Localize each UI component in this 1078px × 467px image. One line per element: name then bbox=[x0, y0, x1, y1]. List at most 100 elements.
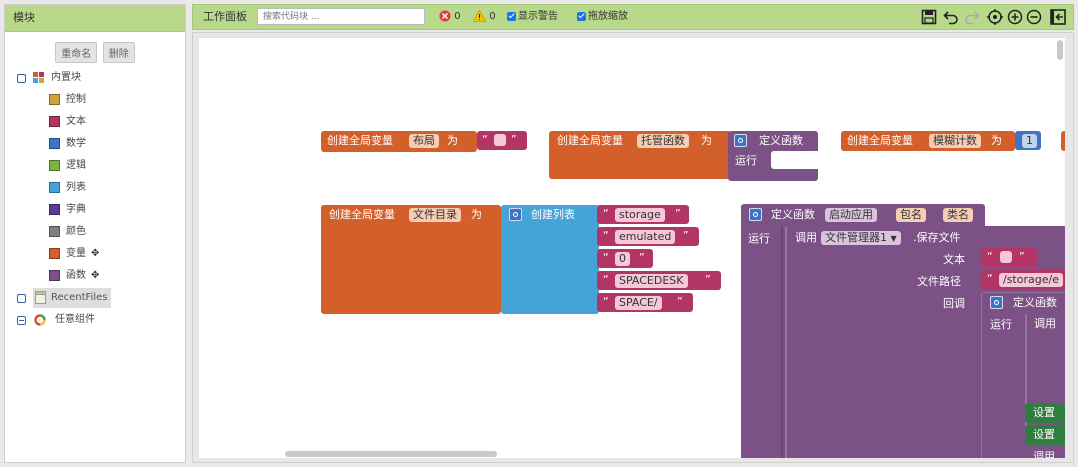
gear-icon: ✥ bbox=[91, 270, 100, 281]
global-variable-block-fuzzy-count[interactable]: 创建全局变量 模糊计数 为 bbox=[841, 131, 1015, 151]
quote-open: “ bbox=[482, 133, 488, 146]
gear-icon[interactable] bbox=[990, 296, 1003, 309]
list-item-string-block[interactable]: “ storage ” bbox=[597, 205, 689, 224]
collapse-toggle-icon[interactable] bbox=[17, 294, 26, 303]
expand-toggle-icon[interactable] bbox=[17, 316, 26, 325]
run-label: 运行 bbox=[735, 154, 757, 167]
empty-string-block[interactable]: “ ” bbox=[477, 131, 527, 150]
global-variable-block-offscreen[interactable] bbox=[1061, 131, 1065, 151]
global-variable-block-layout[interactable]: 创建全局变量 布局 为 bbox=[321, 131, 477, 152]
gear-icon[interactable] bbox=[509, 208, 522, 221]
define-fn-label: 定义函数 bbox=[771, 208, 815, 221]
zoom-in-icon[interactable] bbox=[1007, 9, 1023, 25]
error-indicator[interactable]: 0 bbox=[439, 5, 461, 29]
tree-item-label: 函数 bbox=[66, 270, 86, 281]
variable-name-field[interactable]: 文件目录 bbox=[409, 208, 461, 222]
tree-item-recentfiles[interactable]: RecentFiles bbox=[5, 287, 185, 309]
quote-close: ” bbox=[683, 229, 689, 242]
warning-indicator[interactable]: 0 bbox=[473, 5, 496, 29]
tree-item-control[interactable]: 控制 bbox=[5, 89, 185, 111]
string-field[interactable] bbox=[494, 134, 506, 146]
tree-item-logic[interactable]: 逻辑 bbox=[5, 155, 185, 177]
as-label: 为 bbox=[471, 208, 482, 221]
collapse-panel-icon[interactable] bbox=[1050, 9, 1066, 25]
colors-swatch-icon bbox=[49, 226, 60, 237]
tree-item-math[interactable]: 数学 bbox=[5, 133, 185, 155]
set-block[interactable]: 设置 bbox=[1025, 403, 1065, 423]
quote-open: “ bbox=[987, 250, 993, 263]
tree-item-text[interactable]: 文本 bbox=[5, 111, 185, 133]
component-dropdown[interactable]: 文件管理器1 ▼ bbox=[821, 231, 901, 245]
text-param-label: 文本 bbox=[943, 253, 965, 266]
global-variable-block-managed-fn[interactable]: 创建全局变量 托管函数 为 bbox=[549, 131, 731, 179]
drag-zoom-toggle[interactable]: 拖放缩放 bbox=[577, 5, 628, 29]
tree-item-builtin[interactable]: 内置块 bbox=[5, 67, 185, 89]
list-item-string-block[interactable]: “ emulated ” bbox=[597, 227, 699, 246]
string-field[interactable]: 0 bbox=[615, 252, 630, 266]
number-block[interactable]: 1 bbox=[1015, 131, 1041, 150]
rename-button[interactable]: 重命名 bbox=[55, 42, 98, 63]
define-fn-label: 定义函数 bbox=[1013, 296, 1057, 309]
list-item-string-block[interactable]: “ SPACE/ ” bbox=[597, 293, 693, 312]
builtin-blocks-icon bbox=[33, 72, 44, 83]
string-field[interactable]: storage bbox=[615, 208, 665, 222]
zoom-out-icon[interactable] bbox=[1026, 9, 1042, 25]
show-warnings-toggle[interactable]: 显示警告 bbox=[507, 5, 558, 29]
define-function-block[interactable]: 定义函数 运行 bbox=[728, 131, 818, 181]
redo-icon[interactable] bbox=[964, 9, 980, 25]
undo-icon[interactable] bbox=[943, 9, 959, 25]
tree-item-any-component[interactable]: 任意组件 bbox=[5, 309, 185, 331]
recenter-icon[interactable] bbox=[987, 9, 1003, 25]
search-blocks-input[interactable] bbox=[257, 8, 425, 25]
tree-item-dictionary[interactable]: 字典 bbox=[5, 199, 185, 221]
global-var-label: 创建全局变量 bbox=[557, 134, 623, 147]
list-item-string-block[interactable]: “ SPACEDESK ” bbox=[597, 271, 721, 290]
number-field[interactable]: 1 bbox=[1022, 134, 1037, 148]
tree-item-variables[interactable]: 变量 ✥ bbox=[5, 243, 185, 265]
tree-item-label: 内置块 bbox=[51, 72, 81, 83]
tree-item-procedures[interactable]: 函数 ✥ bbox=[5, 265, 185, 287]
checkbox-checked-icon[interactable] bbox=[577, 11, 586, 21]
define-fn-label: 定义函数 bbox=[759, 134, 803, 147]
variable-name-field[interactable]: 托管函数 bbox=[637, 134, 689, 148]
string-field[interactable]: /storage/e bbox=[999, 273, 1063, 287]
string-field[interactable]: SPACE/ bbox=[615, 296, 662, 310]
global-variable-block-file-dir[interactable]: 创建全局变量 文件目录 为 bbox=[321, 205, 501, 314]
collapse-toggle-icon[interactable] bbox=[17, 74, 26, 83]
vertical-scrollbar[interactable] bbox=[1057, 40, 1063, 60]
checkbox-checked-icon[interactable] bbox=[507, 11, 516, 21]
warning-icon bbox=[473, 10, 486, 22]
lists-swatch-icon bbox=[49, 182, 60, 193]
as-label: 为 bbox=[447, 134, 458, 147]
quote-open: “ bbox=[603, 229, 609, 242]
gear-icon[interactable] bbox=[749, 208, 762, 221]
create-list-block[interactable]: 创建列表 bbox=[501, 205, 599, 314]
control-swatch-icon bbox=[49, 94, 60, 105]
quote-close: ” bbox=[705, 273, 711, 286]
tree-item-label: 文本 bbox=[66, 116, 86, 127]
tree-item-colors[interactable]: 颜色 bbox=[5, 221, 185, 243]
tree-item-lists[interactable]: 列表 bbox=[5, 177, 185, 199]
param-field[interactable]: 包名 bbox=[896, 208, 926, 222]
procedure-name-field[interactable]: 启动应用 bbox=[825, 208, 877, 222]
string-field[interactable]: emulated bbox=[615, 230, 676, 244]
call-block[interactable]: 调用 bbox=[1025, 447, 1065, 458]
empty-string-block[interactable]: “ ” bbox=[981, 248, 1037, 267]
list-item-string-block[interactable]: “ 0 ” bbox=[597, 249, 653, 268]
variable-name-field[interactable]: 布局 bbox=[409, 134, 439, 148]
path-string-block[interactable]: “ /storage/e bbox=[981, 270, 1065, 289]
string-field[interactable] bbox=[1000, 251, 1012, 263]
variable-name-field[interactable]: 模糊计数 bbox=[929, 134, 981, 148]
tree-item-label: 变量 bbox=[66, 248, 86, 259]
set-block[interactable]: 设置 bbox=[1025, 425, 1065, 445]
set-label: 设置 bbox=[1033, 428, 1055, 441]
string-field[interactable]: SPACEDESK bbox=[615, 274, 688, 288]
gear-icon[interactable] bbox=[734, 134, 747, 147]
save-icon[interactable] bbox=[921, 9, 937, 25]
param-field[interactable]: 类名 bbox=[943, 208, 973, 222]
delete-button[interactable]: 删除 bbox=[102, 42, 135, 63]
horizontal-scrollbar[interactable] bbox=[285, 451, 497, 457]
blocks-workspace[interactable]: 创建全局变量 布局 为 “ ” 创建全局变量 托管函数 为 定义函数 运行 创建… bbox=[192, 32, 1074, 463]
quote-close: ” bbox=[675, 207, 681, 220]
workspace-canvas[interactable]: 创建全局变量 布局 为 “ ” 创建全局变量 托管函数 为 定义函数 运行 创建… bbox=[199, 38, 1065, 458]
